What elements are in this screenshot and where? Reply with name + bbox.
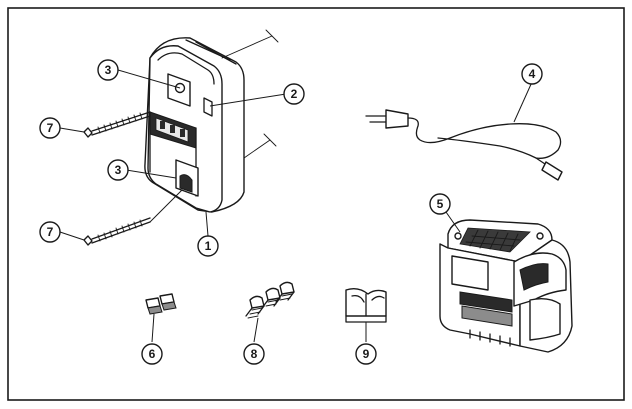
screw-icon (83, 189, 183, 246)
screw-icon (83, 111, 151, 138)
callout-5-label: 5 (437, 197, 444, 211)
callout-6: 6 (141, 343, 163, 365)
callout-1: 1 (197, 235, 219, 257)
callout-5: 5 (429, 193, 451, 215)
callout-7-top-label: 7 (47, 121, 54, 135)
callout-6-label: 6 (149, 347, 156, 361)
callout-8-label: 8 (251, 347, 258, 361)
callout-2-label: 2 (291, 87, 298, 101)
callout-3-top: 3 (97, 59, 119, 81)
callout-3-bottom-label: 3 (115, 163, 122, 177)
diagram-frame (7, 7, 625, 401)
callout-7-top: 7 (39, 117, 61, 139)
callout-1-label: 1 (205, 239, 212, 253)
callout-7-bottom-label: 7 (47, 225, 54, 239)
callout-9: 9 (355, 343, 377, 365)
callout-9-label: 9 (363, 347, 370, 361)
callout-7-bottom: 7 (39, 221, 61, 243)
callout-4: 4 (521, 63, 543, 85)
wall-charger-icon (144, 29, 279, 213)
callout-2: 2 (283, 83, 305, 105)
callout-4-label: 4 (529, 67, 536, 81)
callout-3-top-label: 3 (105, 63, 112, 77)
power-cord-icon (365, 81, 563, 181)
cable-clip-icon (345, 287, 387, 342)
callout-8: 8 (243, 343, 265, 365)
wall-plug-icon (145, 293, 177, 315)
battery-pack-icon (439, 211, 573, 353)
callout-3-bottom: 3 (107, 159, 129, 181)
spacer-icon (245, 281, 295, 343)
